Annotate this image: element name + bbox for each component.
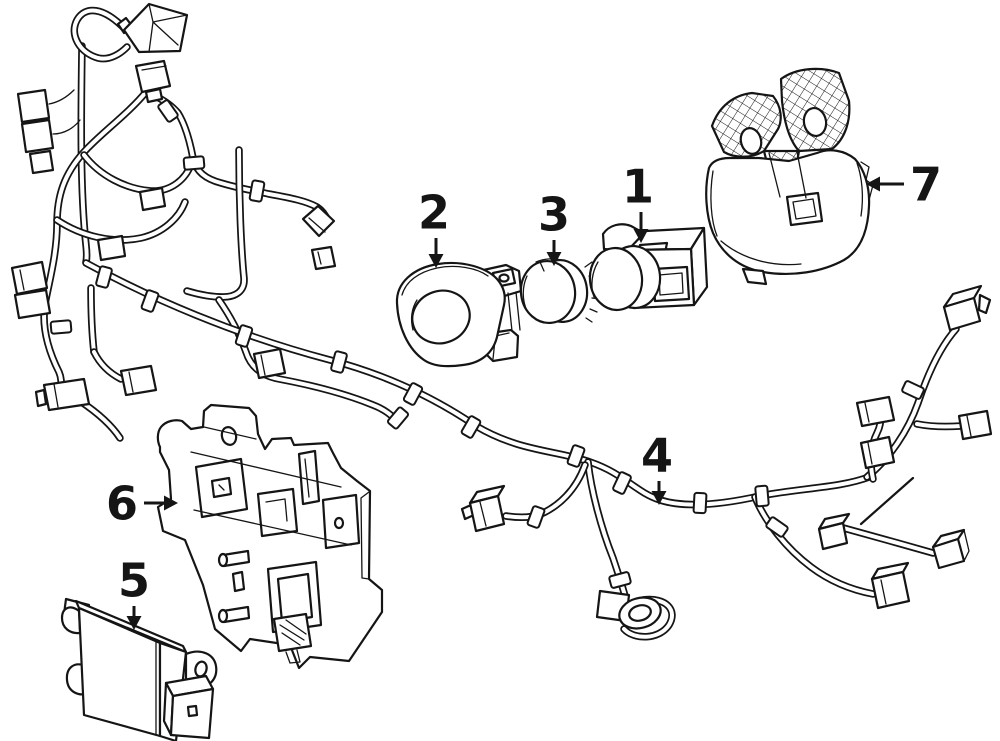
part-1-sensor-art	[588, 223, 709, 312]
callout-2[interactable]: 2	[418, 186, 450, 268]
callout-number[interactable]: 7	[910, 158, 942, 212]
callout-number[interactable]: 1	[622, 160, 654, 214]
callout-number[interactable]: 4	[641, 429, 673, 483]
part-6-bracket-art	[156, 403, 384, 670]
callout-number[interactable]: 5	[118, 554, 150, 608]
cross-wire	[859, 476, 915, 526]
callout-6[interactable]: 6	[106, 477, 178, 531]
callout-arrow-head	[651, 491, 667, 505]
wiring-harness-art	[10, 2, 993, 637]
callout-3[interactable]: 3	[538, 188, 570, 266]
callout-number[interactable]: 6	[106, 477, 138, 531]
callout-arrow-head	[126, 616, 142, 630]
callout-number[interactable]: 3	[538, 188, 570, 242]
callout-number[interactable]: 2	[418, 186, 450, 240]
part-2-bezel-art	[395, 261, 523, 368]
callout-layer: 1 2 3 4 5 6 7	[106, 158, 942, 630]
callout-arrow-head	[164, 495, 178, 511]
callout-arrow-head	[428, 254, 444, 268]
part-7-bracket-art	[705, 67, 874, 286]
callout-4[interactable]: 4	[641, 429, 673, 505]
harness-connectors	[10, 2, 993, 630]
callout-arrow-head	[546, 252, 562, 266]
part-5-module-art	[60, 597, 218, 741]
part-3-cap-art	[519, 258, 601, 325]
callout-7[interactable]: 7	[866, 158, 942, 212]
callout-1[interactable]: 1	[622, 160, 654, 243]
callout-arrow-head	[633, 229, 649, 243]
callout-arrow-head	[866, 176, 880, 192]
callout-5[interactable]: 5	[118, 554, 150, 630]
